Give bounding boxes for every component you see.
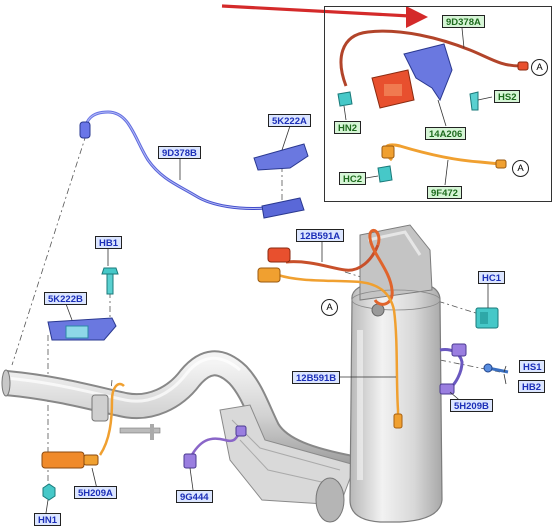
label-hc1: HC1 (478, 271, 506, 284)
label-hn2: HN2 (334, 121, 362, 134)
bolt-hb1 (101, 267, 119, 295)
label-hc2: HC2 (339, 172, 367, 185)
bracket-5k222a (253, 143, 309, 219)
label-hb2: HB2 (518, 380, 546, 393)
label-9g444: 9G444 (176, 490, 213, 503)
callout-a-main: A (321, 299, 338, 316)
label-hn1: HN1 (34, 513, 62, 526)
fastener-hs1 (483, 363, 509, 374)
label-hb1: HB1 (95, 236, 123, 249)
label-12b591a: 12B591A (296, 229, 345, 242)
callout-a-inset-bottom: A (512, 160, 529, 177)
label-12b591b: 12B591B (292, 371, 341, 384)
sensor-5h209a (41, 382, 125, 469)
sensor-5h209b (439, 343, 467, 395)
label-9f472: 9F472 (427, 186, 462, 199)
label-5k222a: 5K222A (268, 114, 311, 127)
pipe-clamp (91, 394, 161, 440)
pointer-arrow (221, 4, 428, 28)
label-5k222b: 5K222B (44, 292, 87, 305)
detail-inset-panel (324, 6, 552, 202)
label-9d378b: 9D378B (158, 146, 201, 159)
label-hs1: HS1 (519, 360, 546, 373)
sensor-harness-12b591a (257, 229, 403, 429)
nut-hn1 (42, 483, 56, 501)
sensor-9g444 (183, 425, 247, 469)
label-5h209a: 5H209A (74, 486, 117, 499)
inset-temp-sensor-9f472 (377, 143, 507, 183)
connector-hc1 (475, 307, 499, 329)
label-5h209b: 5H209B (450, 399, 493, 412)
bracket-5k222b (47, 317, 117, 341)
label-9d378a: 9D378A (442, 15, 485, 28)
label-hs2: HS2 (494, 90, 521, 103)
cable-9d378b (79, 110, 267, 210)
callout-a-inset-top: A (531, 59, 548, 76)
inset-nox-sensor-9d378a (337, 29, 529, 111)
label-14a206: 14A206 (425, 127, 467, 140)
